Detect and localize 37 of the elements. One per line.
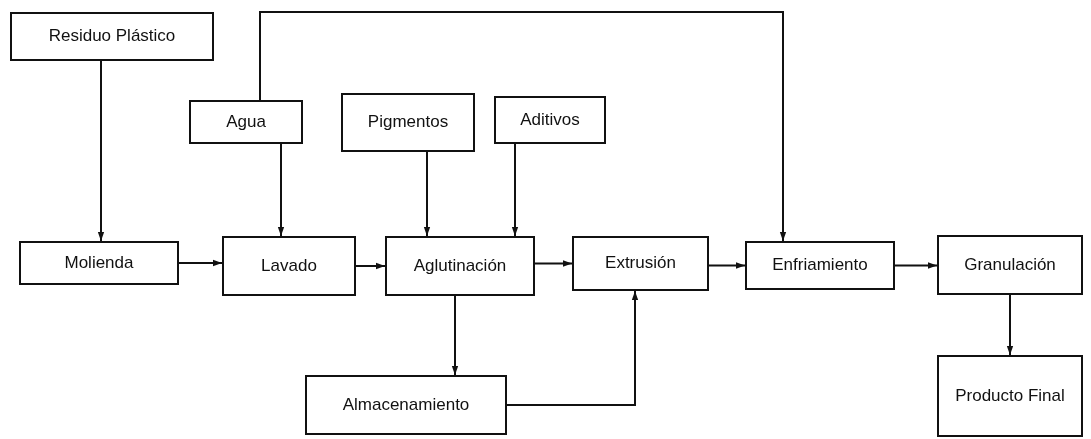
box-label: Aglutinación bbox=[413, 254, 507, 277]
arrow bbox=[423, 151, 431, 237]
process-box bbox=[305, 375, 507, 435]
arrow bbox=[355, 262, 386, 270]
process-box bbox=[572, 236, 709, 291]
box-label: Molienda bbox=[64, 251, 134, 274]
box-label: Extrusión bbox=[605, 252, 676, 275]
process-box bbox=[937, 355, 1083, 437]
process-box bbox=[19, 241, 179, 285]
process-box bbox=[494, 96, 606, 144]
arrow bbox=[894, 262, 938, 269]
process-box bbox=[937, 235, 1083, 295]
arrow bbox=[534, 260, 573, 267]
box-label: Granulación bbox=[964, 253, 1056, 276]
arrow bbox=[1006, 294, 1014, 356]
arrow bbox=[708, 262, 746, 269]
box-label: Aditivos bbox=[520, 108, 580, 131]
process-box bbox=[385, 236, 535, 296]
process-box bbox=[222, 236, 356, 296]
process-box bbox=[189, 100, 303, 144]
arrow bbox=[451, 295, 459, 376]
process-box bbox=[745, 241, 895, 290]
box-label: Pigmentos bbox=[367, 111, 449, 134]
arrow bbox=[277, 143, 285, 237]
box-label: Agua bbox=[226, 110, 266, 133]
box-label: Enfriamiento bbox=[772, 254, 868, 277]
arrow bbox=[97, 60, 105, 242]
arrow bbox=[259, 11, 787, 242]
box-label: Producto Final bbox=[955, 384, 1065, 407]
process-box bbox=[341, 93, 475, 152]
box-label: Lavado bbox=[261, 254, 317, 277]
process-box bbox=[10, 12, 214, 61]
arrow bbox=[506, 290, 639, 406]
arrow bbox=[178, 259, 223, 267]
box-label: Residuo Plástico bbox=[48, 25, 176, 48]
arrow bbox=[511, 143, 519, 237]
box-label: Almacenamiento bbox=[342, 393, 470, 416]
